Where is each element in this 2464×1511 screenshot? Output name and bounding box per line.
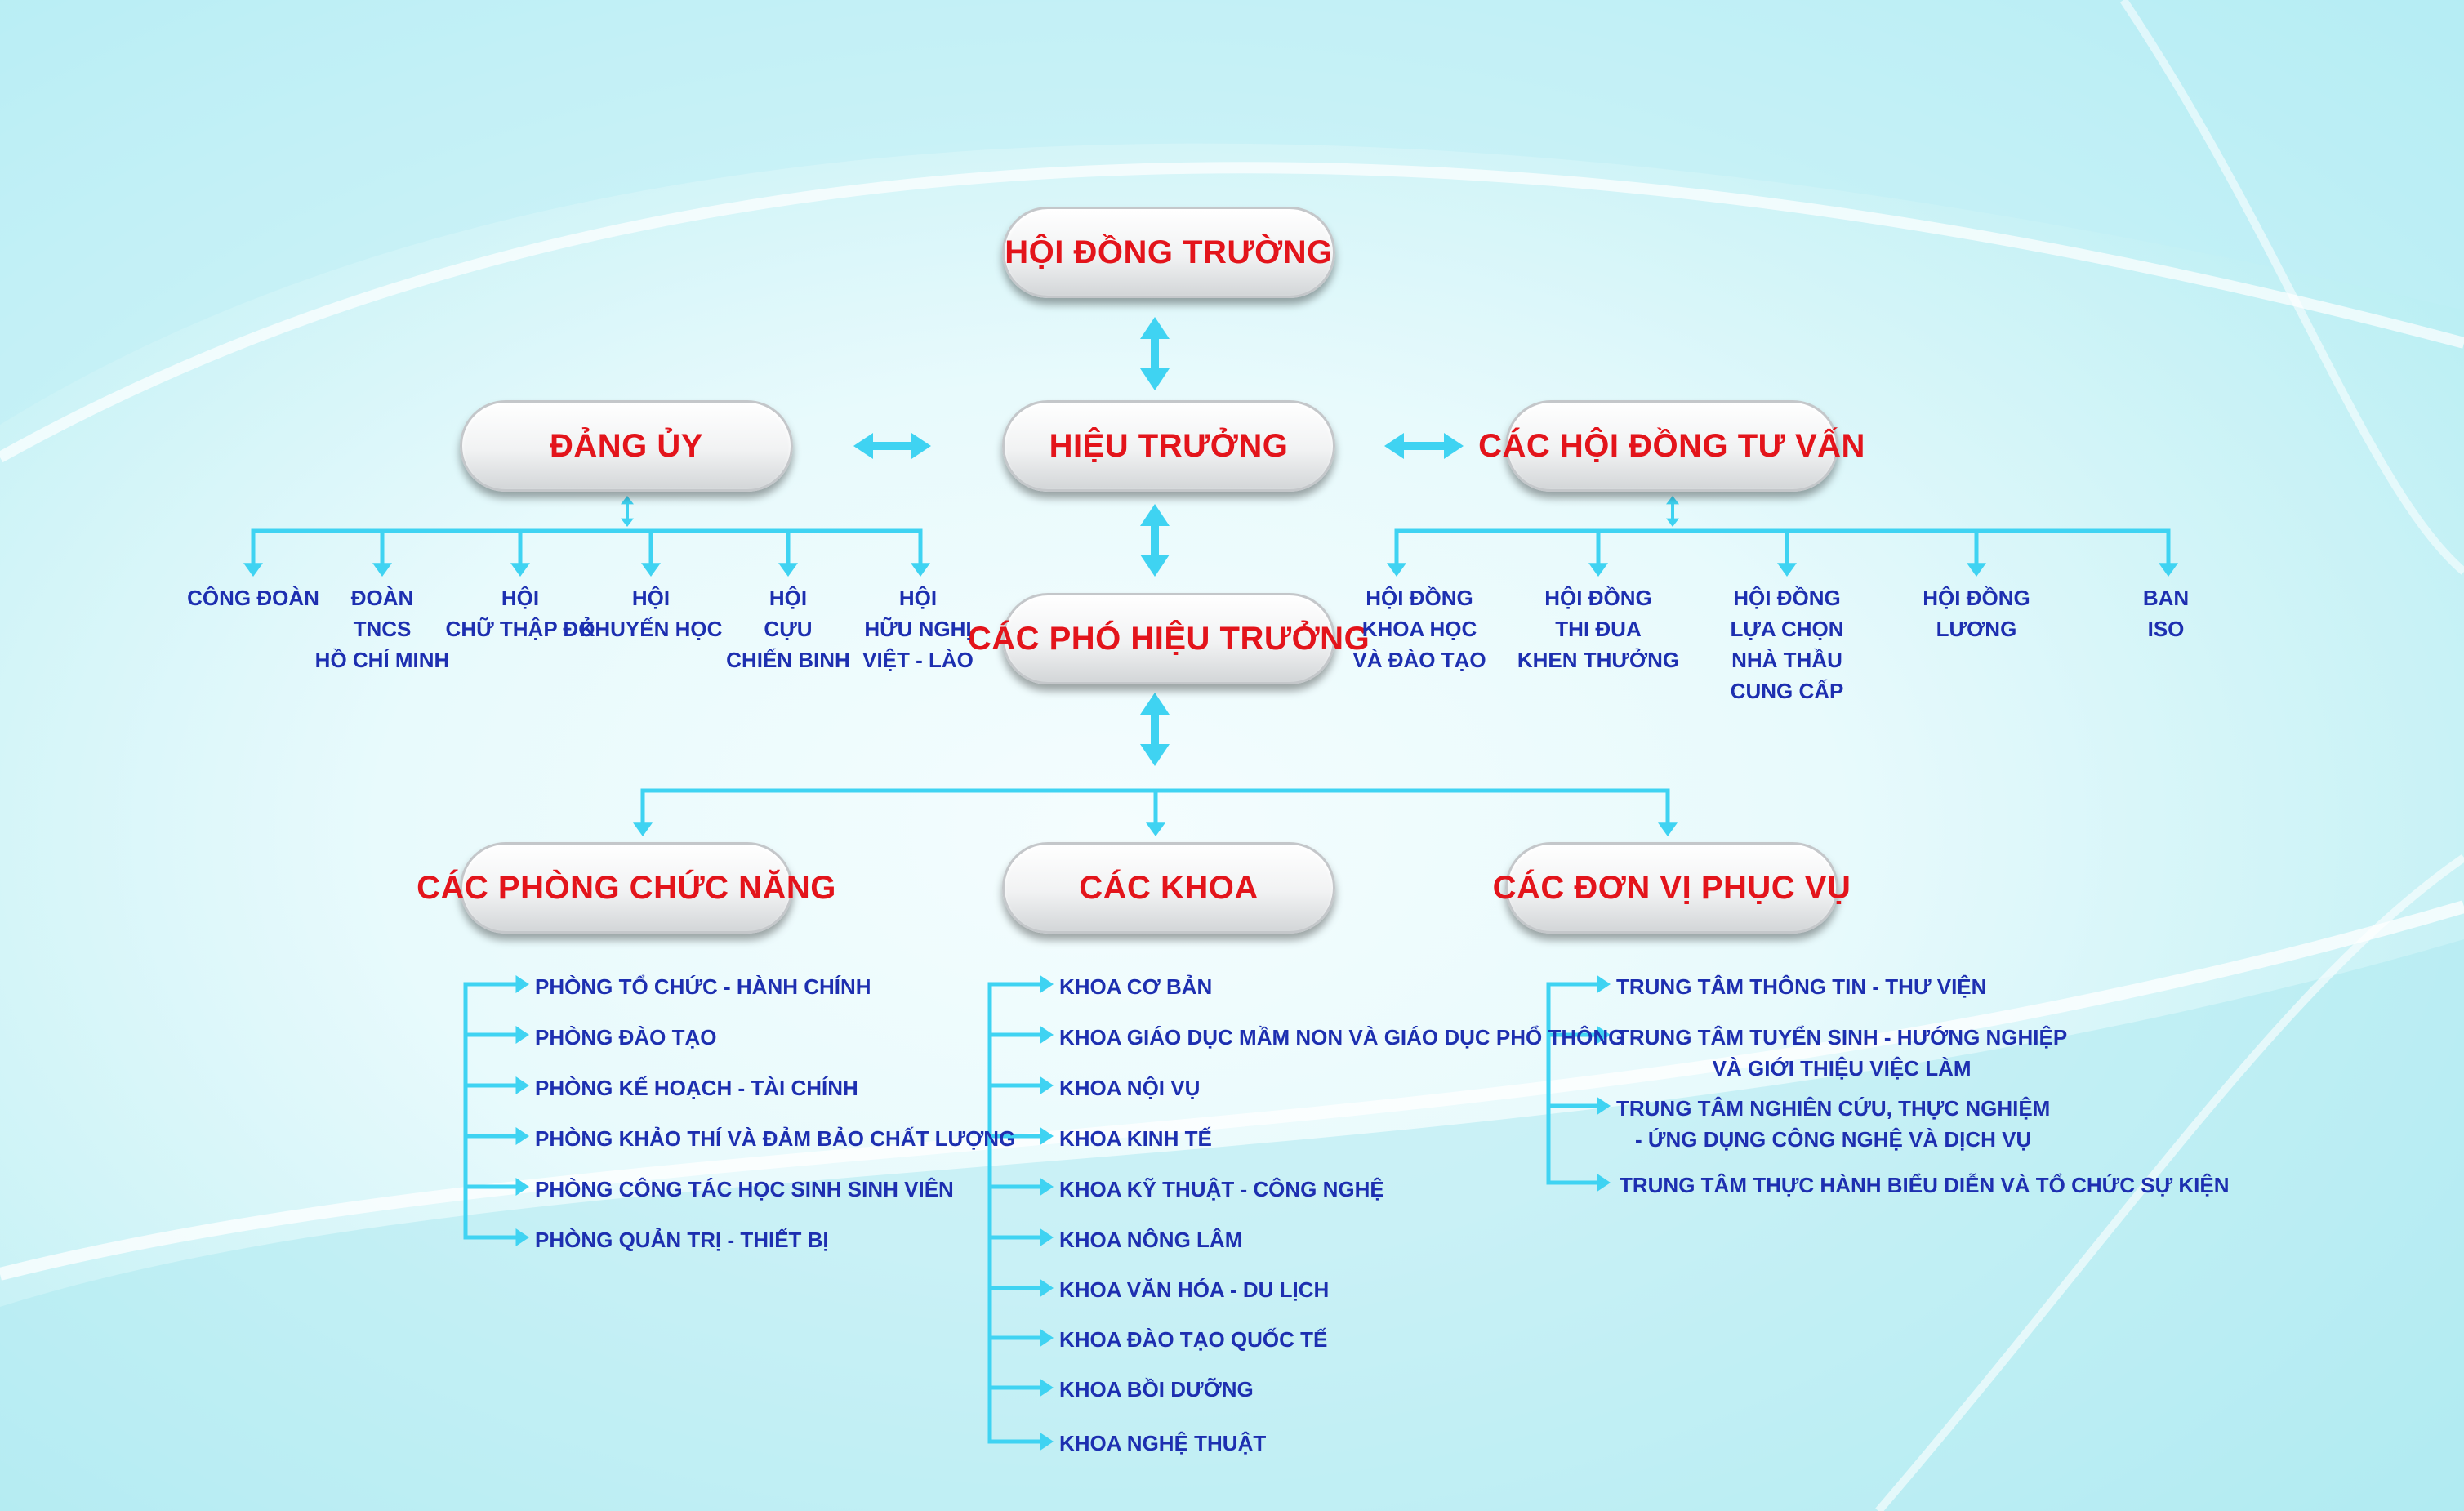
faculty-item: KHOA VĂN HÓA - DU LỊCH xyxy=(1059,1277,1330,1302)
arrow-head xyxy=(1387,563,1406,577)
double-arrow-head xyxy=(1444,433,1464,459)
arrow-head xyxy=(1040,1329,1054,1347)
office-item: PHÒNG KHẢO THÍ VÀ ĐẢM BẢO CHẤT LƯỢNG xyxy=(535,1126,1016,1151)
council-label: BAN ISO xyxy=(2142,586,2190,641)
faculties-box: CÁC KHOA xyxy=(1002,842,1335,934)
offices-box: CÁC PHÒNG CHỨC NĂNG xyxy=(417,842,835,934)
arrow-head xyxy=(243,563,263,577)
double-arrow-head xyxy=(621,496,634,505)
arrow-head xyxy=(911,563,930,577)
arrow-head xyxy=(778,563,798,577)
council-label: HỘI ĐỒNG LƯƠNG xyxy=(1923,586,2030,641)
arrow-head xyxy=(1040,1178,1054,1196)
arrow-head xyxy=(372,563,392,577)
arrow-head xyxy=(515,1127,529,1145)
double-arrow-head xyxy=(1140,368,1170,390)
faculty-item: KHOA GIÁO DỤC MẦM NON VÀ GIÁO DỤC PHỔ TH… xyxy=(1059,1025,1625,1050)
party-committee-box: ĐẢNG ỦY xyxy=(460,400,793,492)
double-arrow-head xyxy=(1666,518,1679,527)
service-item: TRUNG TÂM THỰC HÀNH BIỂU DIỄN VÀ TỔ CHỨC… xyxy=(1620,1173,2230,1197)
double-arrow-head xyxy=(1140,504,1170,526)
double-arrow-head xyxy=(1666,496,1679,505)
arrow-head xyxy=(515,1228,529,1246)
faculty-item: KHOA NÔNG LÂM xyxy=(1059,1228,1243,1252)
party-org-label: CÔNG ĐOÀN xyxy=(187,586,319,610)
faculty-item: KHOA ĐÀO TẠO QUỐC TẾ xyxy=(1059,1327,1328,1352)
board-box: HỘI ĐỒNG TRƯỜNG xyxy=(1002,207,1335,298)
arrow-head xyxy=(510,563,530,577)
double-arrow-head xyxy=(911,433,931,459)
services-box: CÁC ĐƠN VỊ PHỤC VỤ xyxy=(1493,842,1851,934)
office-item: PHÒNG QUẢN TRỊ - THIẾT BỊ xyxy=(535,1228,829,1252)
arrow-head xyxy=(1597,1097,1611,1115)
arrow-head xyxy=(1967,563,1986,577)
vice-principals-box: CÁC PHÓ HIỆU TRƯỞNG xyxy=(968,593,1370,684)
arrow-head xyxy=(633,822,653,836)
arrow-head xyxy=(1597,1174,1611,1192)
arrow-head xyxy=(641,563,661,577)
arrow-head xyxy=(1588,563,1608,577)
arrow-head xyxy=(515,1076,529,1094)
double-arrow-head xyxy=(1384,433,1404,459)
arrow-head xyxy=(1040,1279,1054,1297)
faculty-item: KHOA BỒI DƯỠNG xyxy=(1059,1377,1254,1402)
faculty-item: KHOA CƠ BẢN xyxy=(1059,974,1213,999)
double-arrow-head xyxy=(1140,744,1170,766)
arrow-head xyxy=(1777,563,1797,577)
party-org-label: HỘI HỮU NGHỊ VIỆT - LÀO xyxy=(862,586,974,672)
faculty-item: KHOA NỘI VỤ xyxy=(1059,1076,1201,1100)
service-item: TRUNG TÂM NGHIÊN CỨU, THỰC NGHIỆM - ỨNG … xyxy=(1616,1096,2051,1152)
arrow-head xyxy=(1040,1379,1054,1397)
double-arrow-head xyxy=(1140,317,1170,339)
arrow-head xyxy=(1146,822,1165,836)
office-item: PHÒNG ĐÀO TẠO xyxy=(535,1025,717,1050)
arrow-head xyxy=(1040,1228,1054,1246)
party-org-label: HỘI CỰU CHIẾN BINH xyxy=(726,586,850,672)
arrow-head xyxy=(1040,975,1054,993)
arrow-head xyxy=(1597,975,1611,993)
party-org-label: HỘI KHUYẾN HỌC xyxy=(579,586,723,641)
arrow-head xyxy=(1040,1076,1054,1094)
office-item: PHÒNG CÔNG TÁC HỌC SINH SINH VIÊN xyxy=(535,1177,954,1201)
council-label: HỘI ĐỒNG THI ĐUA KHEN THƯỞNG xyxy=(1517,586,1680,672)
party-org-label: HỘI CHỮ THẬP ĐỎ xyxy=(445,586,595,641)
office-item: PHÒNG TỔ CHỨC - HÀNH CHÍNH xyxy=(535,974,871,999)
double-arrow-head xyxy=(1140,555,1170,577)
service-item: TRUNG TÂM TUYỂN SINH - HƯỚNG NGHIỆP VÀ G… xyxy=(1616,1025,2068,1081)
council-label: HỘI ĐỒNG LỰA CHỌN NHÀ THẦU CUNG CẤP xyxy=(1730,586,1844,703)
arrow-head xyxy=(1597,1026,1611,1044)
arrow-head xyxy=(1040,1026,1054,1044)
arrow-head xyxy=(515,975,529,993)
arrow-head xyxy=(2159,563,2178,577)
double-arrow-head xyxy=(853,433,873,459)
council-label: HỘI ĐỒNG KHOA HỌC VÀ ĐÀO TẠO xyxy=(1352,586,1486,672)
faculty-item: KHOA KINH TẾ xyxy=(1059,1126,1212,1151)
arrow-head xyxy=(515,1026,529,1044)
party-org-label: ĐOÀN TNCS HỒ CHÍ MINH xyxy=(314,586,450,672)
arrow-head xyxy=(1658,822,1678,836)
advisory-councils-box: CÁC HỘI ĐỒNG TƯ VẤN xyxy=(1478,400,1865,492)
principal-box: HIỆU TRƯỞNG xyxy=(1002,400,1335,492)
faculty-item: KHOA KỸ THUẬT - CÔNG NGHỆ xyxy=(1059,1177,1384,1201)
arrow-head xyxy=(1040,1127,1054,1145)
double-arrow-head xyxy=(1140,693,1170,715)
faculty-item: KHOA NGHỆ THUẬT xyxy=(1059,1431,1267,1455)
double-arrow-head xyxy=(621,518,634,527)
arrow-head xyxy=(1040,1433,1054,1451)
arrow-head xyxy=(515,1178,529,1196)
office-item: PHÒNG KẾ HOẠCH - TÀI CHÍNH xyxy=(535,1076,858,1100)
service-item: TRUNG TÂM THÔNG TIN - THƯ VIỆN xyxy=(1616,974,1987,999)
